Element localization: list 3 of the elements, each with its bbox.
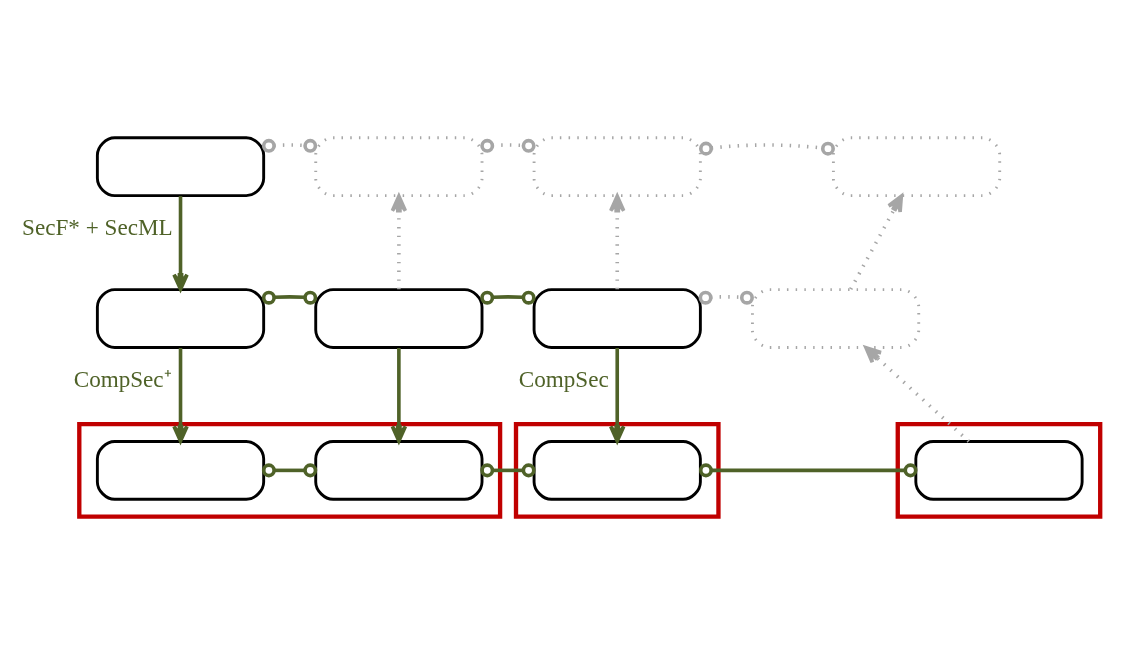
edge-label: CompSec⁺ bbox=[73, 365, 172, 392]
edge-label: CompSec bbox=[518, 365, 609, 392]
edge-label: SecF* + SecML bbox=[22, 214, 173, 240]
